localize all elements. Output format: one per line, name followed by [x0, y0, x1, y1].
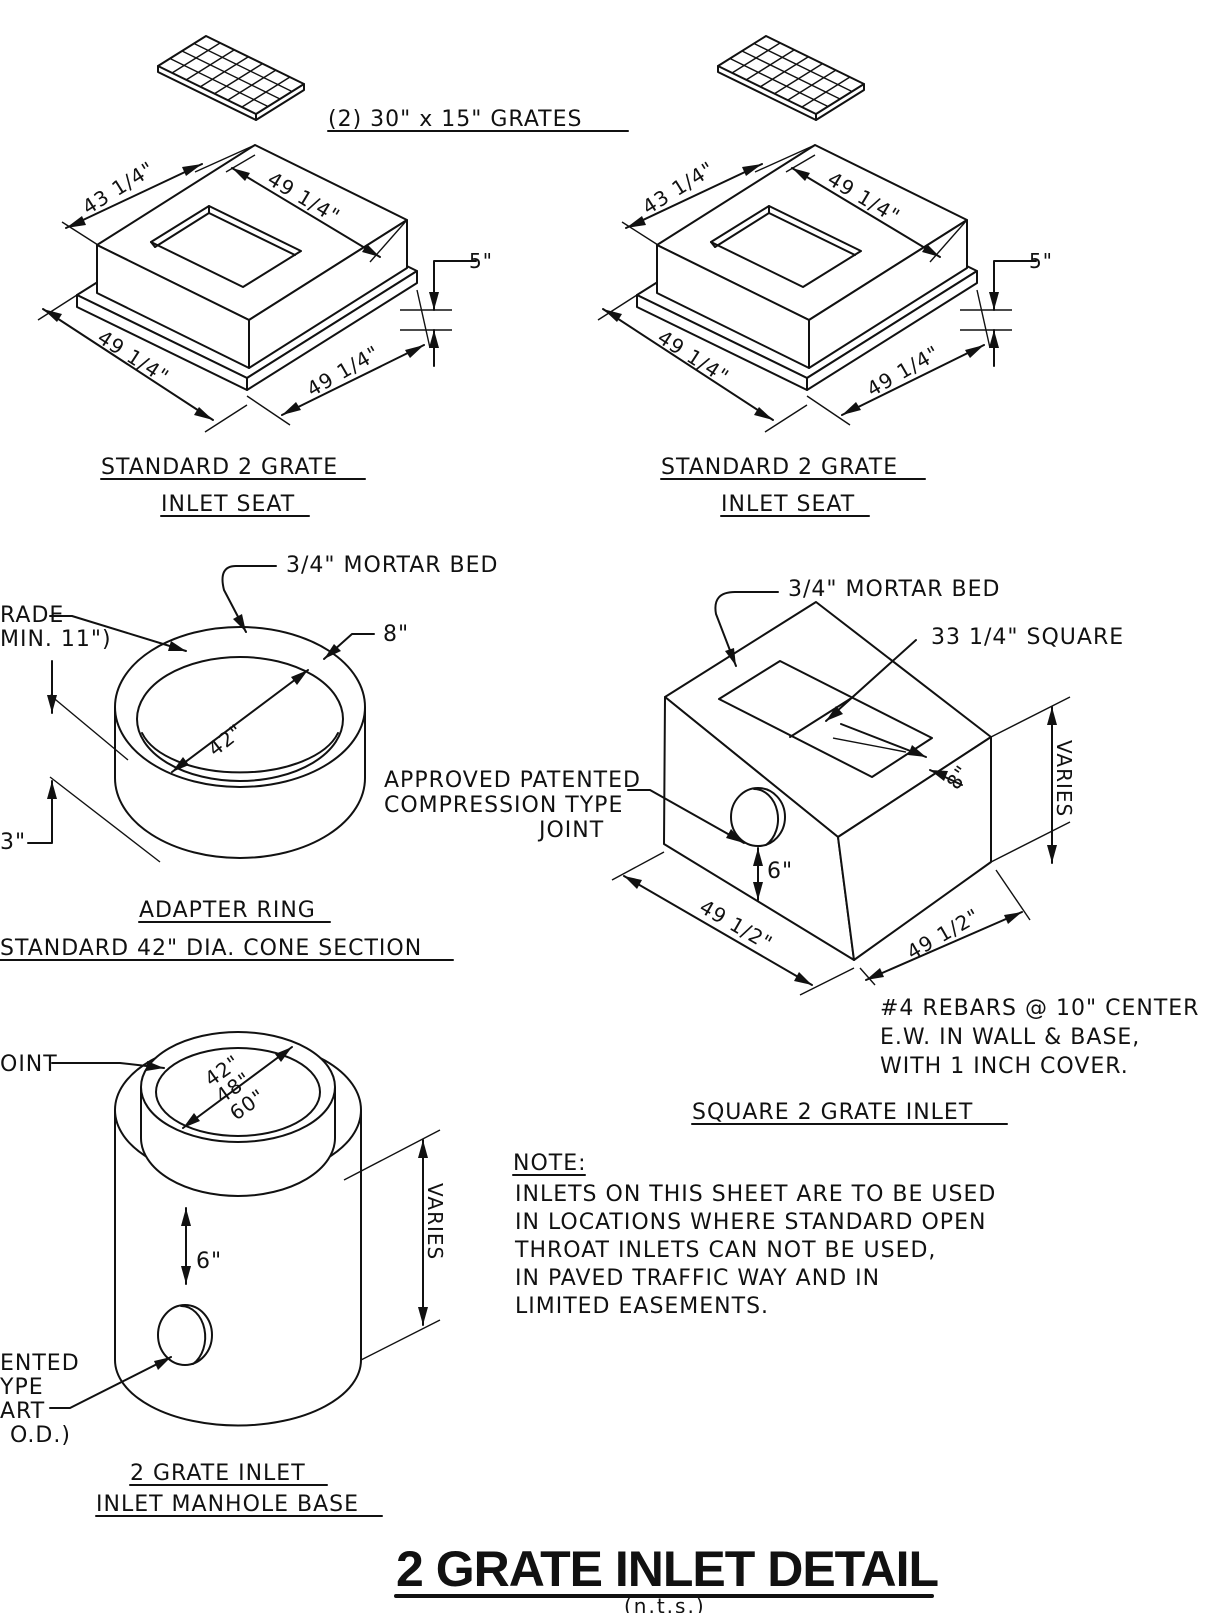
square-varies-label: VARIES: [1052, 740, 1076, 817]
adapter-ring-drawing: [27, 565, 375, 863]
note-line-1: INLETS ON THIS SHEET ARE TO BE USED: [515, 1182, 996, 1207]
square-joint-line-2: COMPRESSION TYPE: [384, 793, 623, 818]
manhole-left-line-2: YPE: [0, 1375, 44, 1400]
manhole-base-drawing: [49, 1031, 441, 1427]
seat-left-title-2: INLET SEAT: [161, 492, 295, 517]
square-pipe-label: 6": [767, 859, 793, 884]
seat-right-drawing: [597, 144, 1037, 433]
seat-left-title-1: STANDARD 2 GRATE: [101, 455, 338, 480]
manhole-varies-label: VARIES: [423, 1183, 447, 1260]
seat-left-drawing: [37, 144, 477, 433]
note-line-3: THROAT INLETS CAN NOT BE USED,: [514, 1238, 936, 1263]
ring-grade-label-2: MIN. 11"): [0, 627, 112, 652]
square-mortar-label: 3/4" MORTAR BED: [788, 577, 1001, 602]
note-heading: NOTE:: [513, 1151, 587, 1176]
seat-left-dim-height: 5": [469, 249, 493, 273]
grates-label: (2) 30" x 15" GRATES: [328, 107, 582, 132]
square-rebar-line-2: E.W. IN WALL & BASE,: [880, 1025, 1140, 1050]
manhole-left-line-3: ART: [0, 1399, 45, 1424]
manhole-title-2: INLET MANHOLE BASE: [96, 1492, 359, 1517]
seat-right-title-1: STANDARD 2 GRATE: [661, 455, 898, 480]
manhole-joint-label: OINT: [0, 1052, 58, 1077]
ring-bottom-label: 3": [0, 830, 26, 855]
ring-grade-label-1: RADE: [0, 603, 64, 628]
square-size-label: 33 1/4" SQUARE: [931, 625, 1124, 650]
note-line-2: IN LOCATIONS WHERE STANDARD OPEN: [515, 1210, 986, 1235]
square-title: SQUARE 2 GRATE INLET: [692, 1100, 973, 1125]
square-rebar-line-3: WITH 1 INCH COVER.: [880, 1054, 1129, 1079]
square-joint-line-1: APPROVED PATENTED: [384, 768, 641, 793]
grate-left: [157, 35, 305, 121]
seat-right-title-2: INLET SEAT: [721, 492, 855, 517]
ring-title-2: STANDARD 42" DIA. CONE SECTION: [0, 936, 422, 961]
ring-wall-label: 8": [383, 622, 409, 647]
manhole-pipe-label: 6": [196, 1249, 222, 1274]
seat-right-dim-height: 5": [1029, 249, 1053, 273]
square-inlet-drawing: [611, 591, 1071, 996]
seat-left-dim-top-width: 43 1/4": [78, 156, 159, 219]
square-joint-line-3: JOINT: [537, 818, 604, 843]
note-line-5: LIMITED EASEMENTS.: [515, 1294, 769, 1319]
manhole-title-1: 2 GRATE INLET: [130, 1461, 306, 1486]
seat-right-dim-top-width: 43 1/4": [638, 156, 719, 219]
grate-right: [717, 35, 865, 121]
manhole-left-line-4: O.D.): [10, 1423, 71, 1448]
ring-title-1: ADAPTER RING: [139, 898, 316, 923]
sheet-title: 2 GRATE INLET DETAIL: [396, 1541, 938, 1597]
note-line-4: IN PAVED TRAFFIC WAY AND IN: [515, 1266, 880, 1291]
square-rebar-line-1: #4 REBARS @ 10" CENTER: [880, 996, 1199, 1021]
ring-mortar-label: 3/4" MORTAR BED: [286, 553, 499, 578]
manhole-left-line-1: ENTED: [0, 1351, 80, 1376]
sheet-scale-note: (n.t.s.): [624, 1594, 706, 1613]
